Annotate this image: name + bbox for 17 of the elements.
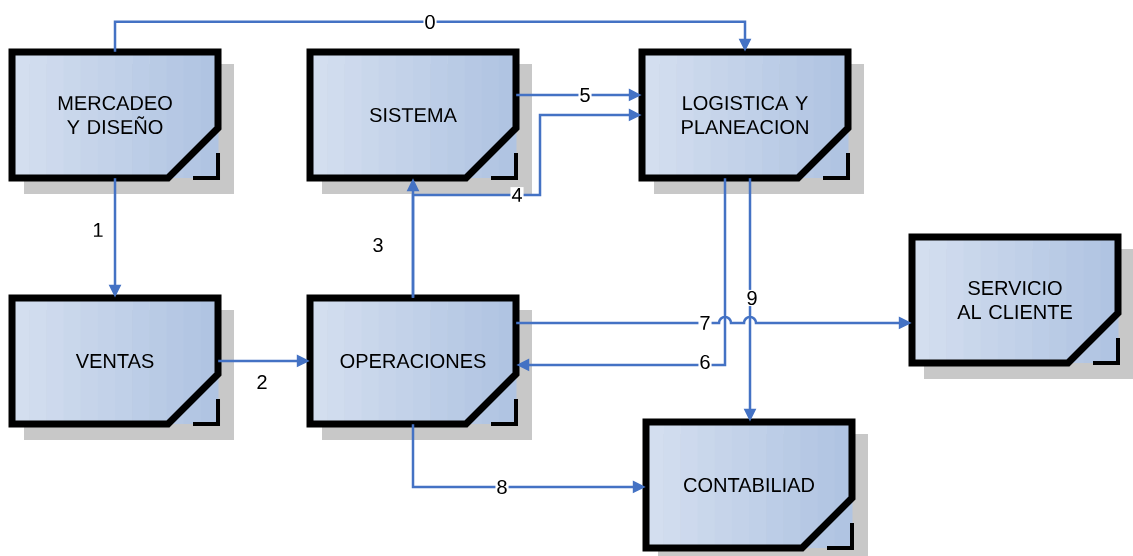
process-box: LOGISTICA Y PLANEACION (638, 48, 864, 194)
edge-label: 3 (371, 236, 385, 254)
process-box: SERVICIO AL CLIENTE (908, 233, 1133, 379)
edge-label: 1 (91, 222, 105, 238)
process-box: CONTABILIAD (642, 418, 868, 556)
edge-label: 8 (495, 478, 509, 496)
process-box: MERCADEO Y DISEÑO (8, 48, 234, 194)
process-box: OPERACIONES (306, 294, 532, 440)
edge-label: 4 (510, 187, 524, 203)
edge-label: 7 (698, 315, 712, 331)
process-box: VENTAS (8, 294, 234, 440)
edge-label: 0 (423, 13, 437, 31)
edge-label: 5 (578, 87, 592, 103)
edge-label: 6 (698, 353, 712, 371)
edge-label: 2 (255, 374, 269, 390)
arrow (113, 20, 752, 52)
edge-label: 9 (745, 289, 759, 307)
